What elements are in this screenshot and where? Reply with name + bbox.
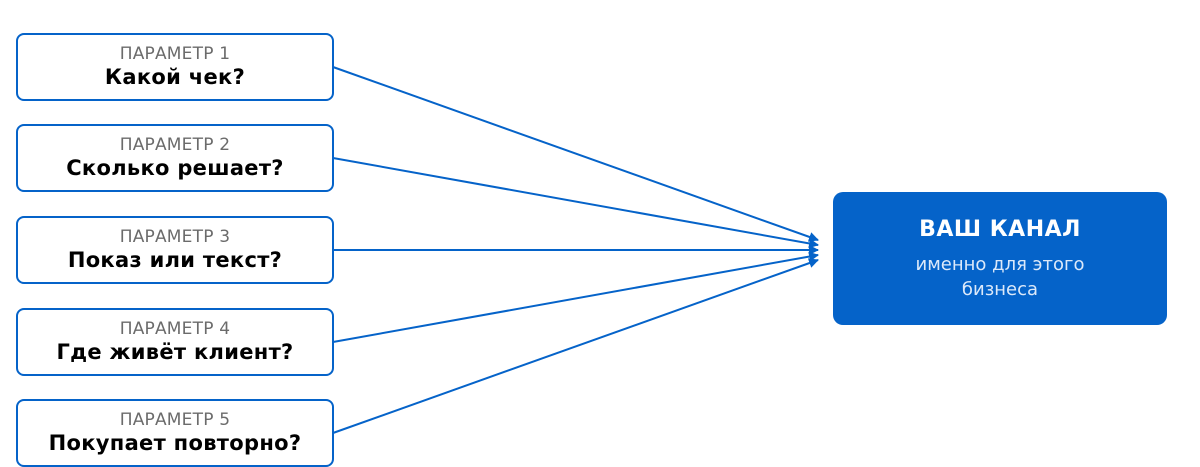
parameter-box-3: ПАРАМЕТР 3 Показ или текст? (16, 216, 334, 284)
parameter-question: Какой чек? (104, 65, 246, 89)
parameter-label: ПАРАМЕТР 5 (119, 410, 231, 430)
target-subtitle: именно для этого бизнеса (915, 253, 1085, 300)
parameter-box-2: ПАРАМЕТР 2 Сколько решает? (16, 124, 334, 192)
arrow-4 (332, 251, 819, 343)
parameter-box-5: ПАРАМЕТР 5 Покупает повторно? (16, 399, 334, 467)
target-title: ВАШ КАНАЛ (919, 216, 1081, 242)
arrow-2 (332, 157, 819, 249)
parameter-label: ПАРАМЕТР 1 (119, 44, 231, 64)
parameter-box-4: ПАРАМЕТР 4 Где живёт клиент? (16, 308, 334, 376)
arrow-1 (332, 66, 819, 242)
parameter-label: ПАРАМЕТР 2 (119, 135, 231, 155)
parameter-question: Показ или текст? (67, 248, 283, 272)
target-channel-box: ВАШ КАНАЛ именно для этого бизнеса (833, 192, 1167, 325)
parameter-label: ПАРАМЕТР 4 (119, 319, 231, 339)
parameter-label: ПАРАМЕТР 3 (119, 227, 231, 247)
arrow-5 (332, 258, 819, 434)
parameter-question: Покупает повторно? (48, 431, 302, 455)
parameter-question: Сколько решает? (66, 156, 284, 180)
parameter-question: Где живёт клиент? (56, 340, 294, 364)
parameter-box-1: ПАРАМЕТР 1 Какой чек? (16, 33, 334, 101)
